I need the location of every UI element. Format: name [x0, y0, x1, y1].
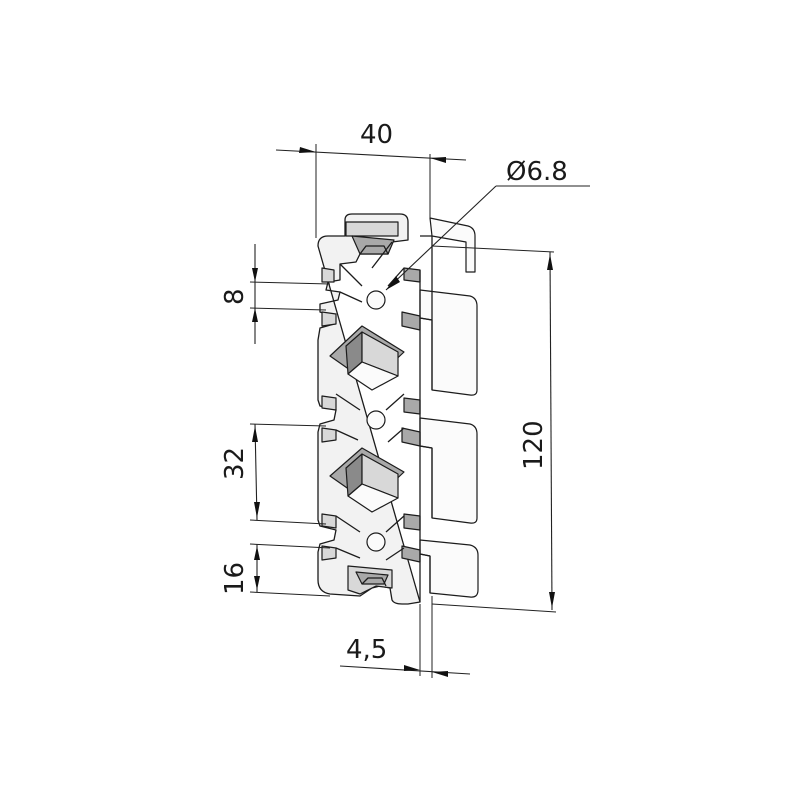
dimension-height: 120: [431, 245, 557, 613]
aluminum-extrusion-profile: [317, 213, 479, 605]
dimension-slot-pitch-label: 32: [220, 447, 250, 480]
core-bore-top: [366, 290, 386, 310]
dimension-height-label: 120: [519, 420, 549, 470]
dimension-width-label: 40: [360, 120, 393, 150]
top-t-slot: [345, 221, 399, 255]
dimension-slot-opening-label: 8: [220, 288, 250, 305]
dimension-core-bore: Ø6.8: [385, 157, 590, 291]
dimension-slot-pitch: 32: [220, 423, 327, 525]
diagonal-webs: [335, 241, 405, 561]
bottom-t-slot: [347, 565, 393, 595]
cavity-lower: [329, 447, 405, 513]
dimension-wall-label: 4,5: [346, 635, 387, 665]
profile-back-face: [419, 217, 479, 598]
dimension-core-bore-label: Ø6.8: [506, 157, 568, 187]
dimension-end-to-slot: 16: [220, 543, 331, 597]
dimension-width: 40: [275, 120, 467, 238]
right-t-slots: [401, 235, 433, 602]
dimension-end-to-slot-label: 16: [220, 562, 250, 595]
core-bore-bottom: [366, 532, 386, 552]
dimension-wall: 4,5: [339, 596, 471, 678]
dimension-slot-opening: 8: [220, 244, 331, 344]
cavity-upper: [329, 325, 405, 391]
left-t-slots: [321, 267, 337, 561]
core-bore-middle: [366, 410, 386, 430]
